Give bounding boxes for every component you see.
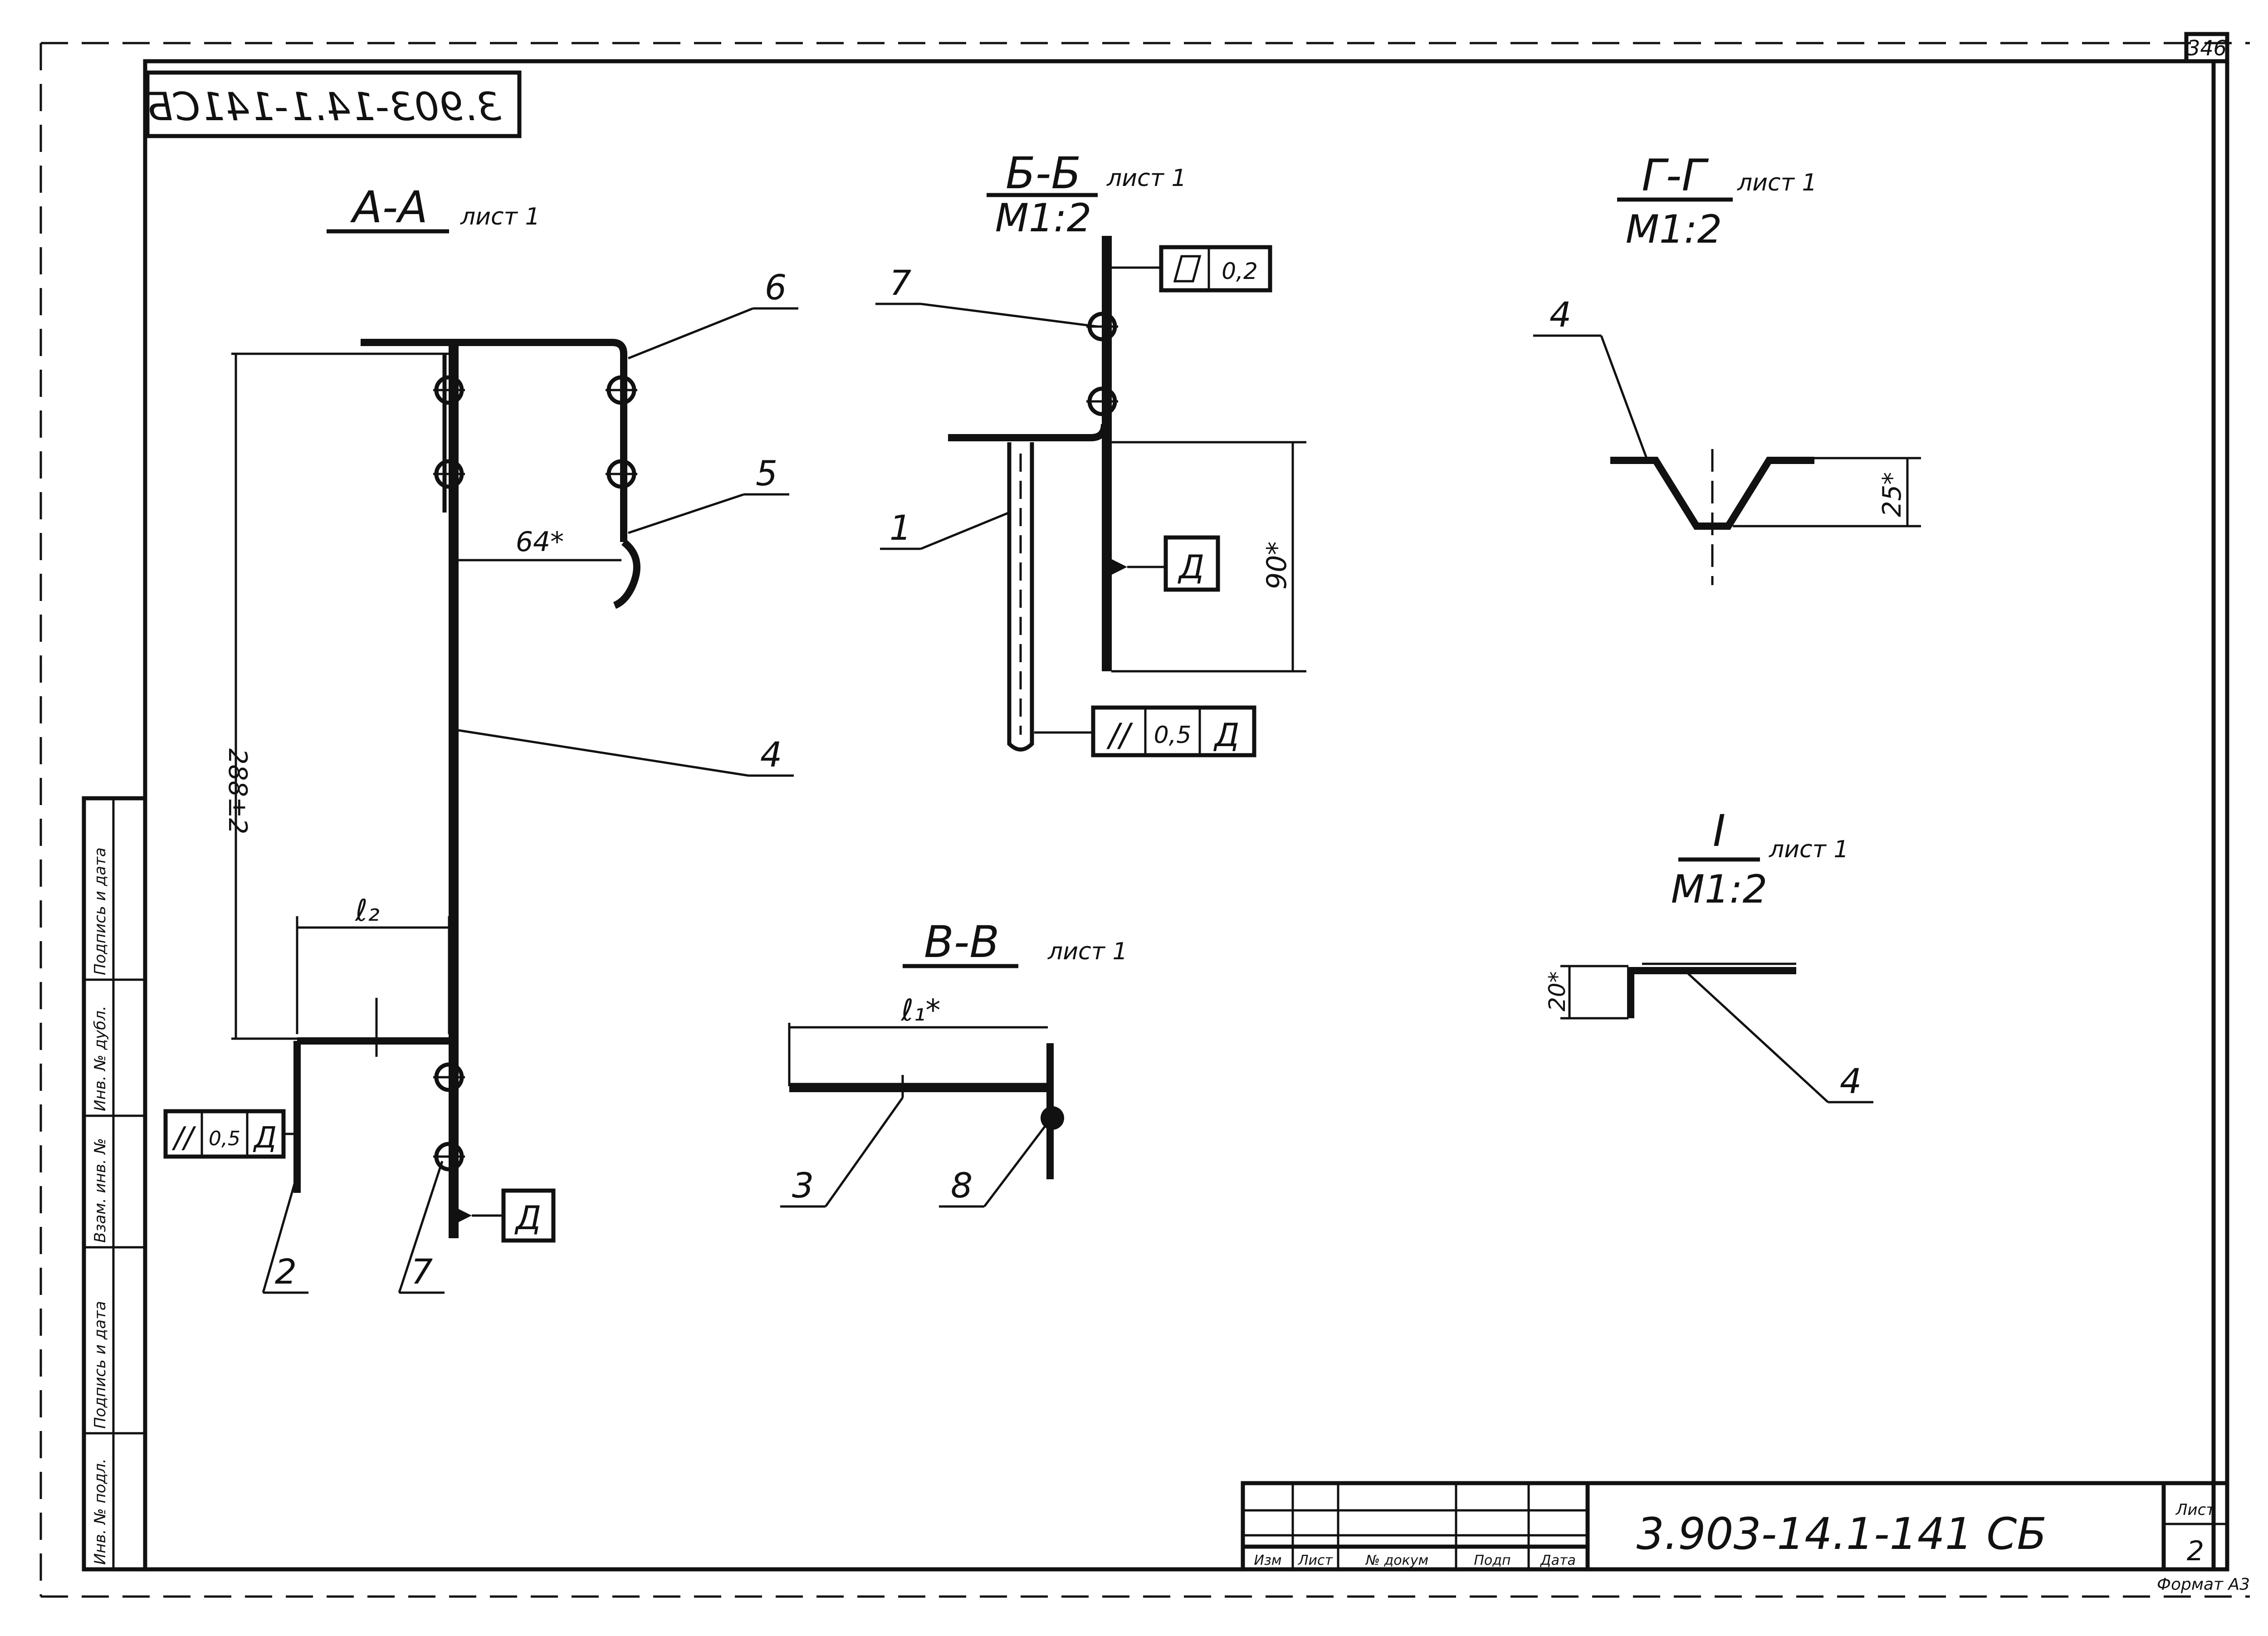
view-b-b-scale: М1:2 <box>995 195 1092 241</box>
pos-6: 6 <box>765 267 787 308</box>
title-sheet-label: Лист <box>2175 1501 2215 1519</box>
view-g-g-sheet-ref: лист 1 <box>1737 169 1817 196</box>
view-b-b: Б-Б М1:2 лист 1 0,2 90* Д <box>875 148 1306 757</box>
dim-l1: ℓ₁* <box>901 993 941 1028</box>
pos-5: 5 <box>756 453 777 493</box>
side-stamp: Подпись и дата Инв. № дубл. Взам. инв. №… <box>82 796 147 1572</box>
pos-2: 2 <box>275 1251 297 1292</box>
view-a-a: А-А лист 1 288±2 64* <box>163 182 798 1294</box>
pos-4: 4 <box>760 734 782 775</box>
sheet-number: 346 <box>2187 36 2227 60</box>
pos-7: 7 <box>411 1251 433 1292</box>
view-g-g-scale: М1:2 <box>1626 207 1722 252</box>
pos-7-b: 7 <box>890 263 911 303</box>
side-stamp-field-1: Инв. № подл. <box>91 1458 109 1565</box>
dim-l2: ℓ₂ <box>355 893 380 928</box>
side-stamp-field-4: Инв. № дубл. <box>91 1006 109 1111</box>
a-a-datum: Д <box>514 1199 541 1237</box>
dim-25: 25* <box>1877 472 1907 517</box>
mirrored-stamp-code: 3.903-14.1-141СБ <box>146 84 501 130</box>
b-b-tol-symbol: // <box>1106 717 1133 754</box>
view-b-b-title: Б-Б <box>1006 148 1081 199</box>
dim-64: 64* <box>516 526 564 558</box>
detail-i-scale: М1:2 <box>1671 867 1768 912</box>
side-stamp-field-2: Подпись и дата <box>91 1301 109 1429</box>
a-a-tol-datum: Д <box>253 1121 277 1155</box>
view-b-b-sheet-ref: лист 1 <box>1106 165 1187 192</box>
title-col-date: Дата <box>1540 1553 1576 1568</box>
title-sheet-value: 2 <box>2187 1535 2204 1567</box>
title-col-list: Лист <box>1298 1553 1334 1568</box>
view-a-a-sheet-ref: лист 1 <box>460 203 540 230</box>
title-designation: 3.903-14.1-141 СБ <box>1637 1509 2047 1559</box>
a-a-tol-value: 0,5 <box>209 1127 240 1150</box>
side-stamp-field-5: Подпись и дата <box>91 847 109 975</box>
view-v-v-sheet-ref: лист 1 <box>1047 938 1128 965</box>
b-b-flat-value: 0,2 <box>1222 258 1258 284</box>
b-b-datum: Д <box>1178 548 1204 586</box>
sheet-number-box: 346 <box>2184 32 2229 63</box>
b-b-tol-value: 0,5 <box>1154 722 1192 749</box>
a-a-tol-symbol: // <box>171 1121 196 1155</box>
title-format: Формат А3 <box>2157 1575 2250 1594</box>
detail-i: I М1:2 лист 1 20* 4 <box>1544 806 1873 1104</box>
view-g-g-title: Г-Г <box>1642 150 1709 201</box>
view-v-v: В-В лист 1 ℓ₁* 3 8 <box>780 917 1128 1208</box>
mirrored-stamp: 3.903-14.1-141СБ <box>145 70 522 138</box>
b-b-tol-datum: Д <box>1213 717 1240 754</box>
detail-i-title: I <box>1713 806 1725 856</box>
pos-4-g: 4 <box>1549 294 1571 335</box>
title-col-sign: Подп <box>1474 1553 1510 1568</box>
pos-8: 8 <box>951 1165 973 1206</box>
detail-i-sheet-ref: лист 1 <box>1769 836 1849 863</box>
view-g-g: Г-Г М1:2 лист 1 25* 4 <box>1533 150 1921 585</box>
dim-90: 90* <box>1261 542 1293 590</box>
title-block: Изм Лист № докум Подп Дата 3.903-14.1-14… <box>1241 1481 2250 1594</box>
side-stamp-field-3: Взам. инв. № <box>91 1138 109 1243</box>
title-col-izm: Изм <box>1254 1553 1281 1568</box>
view-v-v-title: В-В <box>924 917 999 967</box>
sheet-frame <box>39 42 2250 1598</box>
title-col-doc: № докум <box>1365 1553 1428 1568</box>
view-a-a-title: А-А <box>350 182 428 233</box>
pos-1: 1 <box>890 508 911 548</box>
pos-4-i: 4 <box>1840 1061 1862 1101</box>
dim-20: 20* <box>1544 971 1570 1011</box>
pos-3: 3 <box>792 1165 814 1206</box>
dim-height-288: 288±2 <box>223 748 252 834</box>
